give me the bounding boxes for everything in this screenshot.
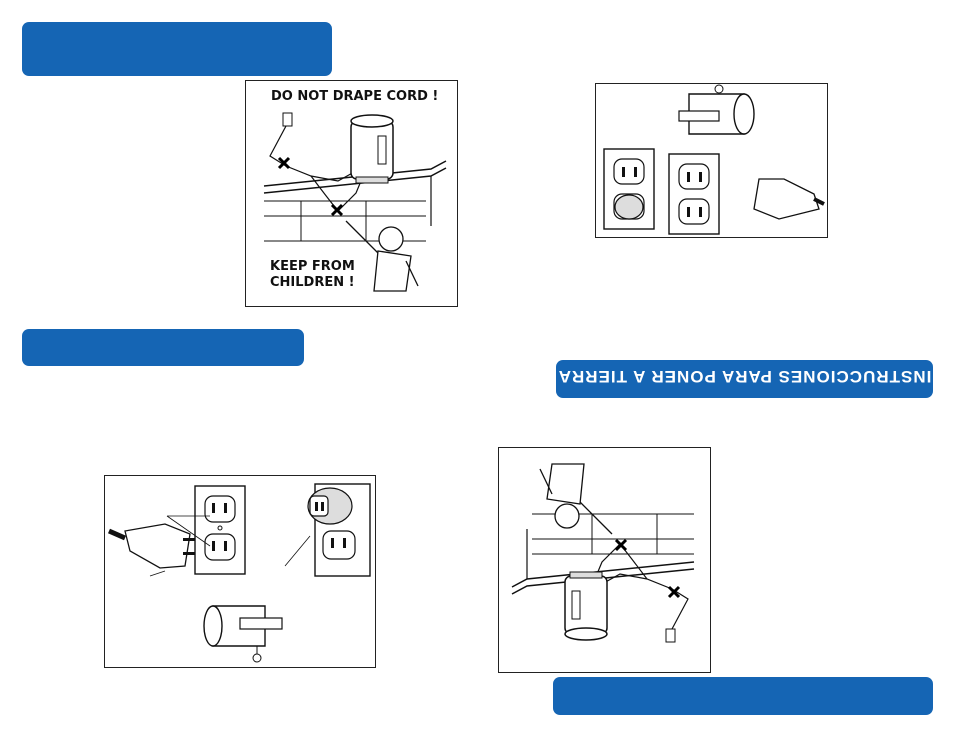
banner-middle-left: [22, 329, 304, 366]
outlet-icon: [194, 485, 246, 575]
grounding-illustration: [104, 475, 376, 668]
pot-icon: [564, 571, 608, 641]
grounding-illustration-flipped: [595, 83, 828, 238]
cord-warning-illustration-flipped: [498, 447, 711, 673]
cord-warning-drawing-flipped: [511, 463, 695, 643]
cord-warning-drawing: [263, 112, 447, 292]
adapter-icon: [307, 487, 353, 525]
banner-top-left: [22, 22, 332, 76]
outlet-icon: [665, 628, 676, 643]
pot-icon: [350, 114, 394, 184]
warning-children: CHILDREN !: [270, 275, 355, 290]
adapter-icon: [678, 84, 755, 135]
outlet-icon: [668, 153, 720, 235]
cord-warning-illustration: DO NOT DRAPE CORD ! KEEP FROM CHILDREN !: [245, 80, 458, 307]
grounding-drawing-flipped: [603, 84, 825, 235]
banner-grounding-title-es: INSTRUCCIONES PARA PONER A TIERRA: [556, 360, 933, 398]
plug-icon: [753, 178, 825, 220]
outlet-icon: [603, 148, 655, 230]
outlet-icon: [282, 112, 293, 127]
child-icon: [539, 463, 613, 535]
banner-bottom-right: [553, 677, 933, 715]
warning-drape-cord: DO NOT DRAPE CORD !: [271, 89, 439, 104]
grounding-title-es: INSTRUCCIONES PARA PONER A TIERRA: [557, 367, 932, 386]
x-mark-icon: [614, 538, 628, 552]
warning-keep-from: KEEP FROM: [270, 259, 355, 274]
x-mark-icon: [667, 585, 681, 599]
x-mark-icon: [330, 203, 344, 217]
child-icon: [345, 220, 419, 292]
adapter-icon: [203, 605, 283, 663]
x-mark-icon: [277, 156, 291, 170]
plug-icon: [107, 523, 195, 569]
grounding-drawing: [107, 483, 371, 663]
